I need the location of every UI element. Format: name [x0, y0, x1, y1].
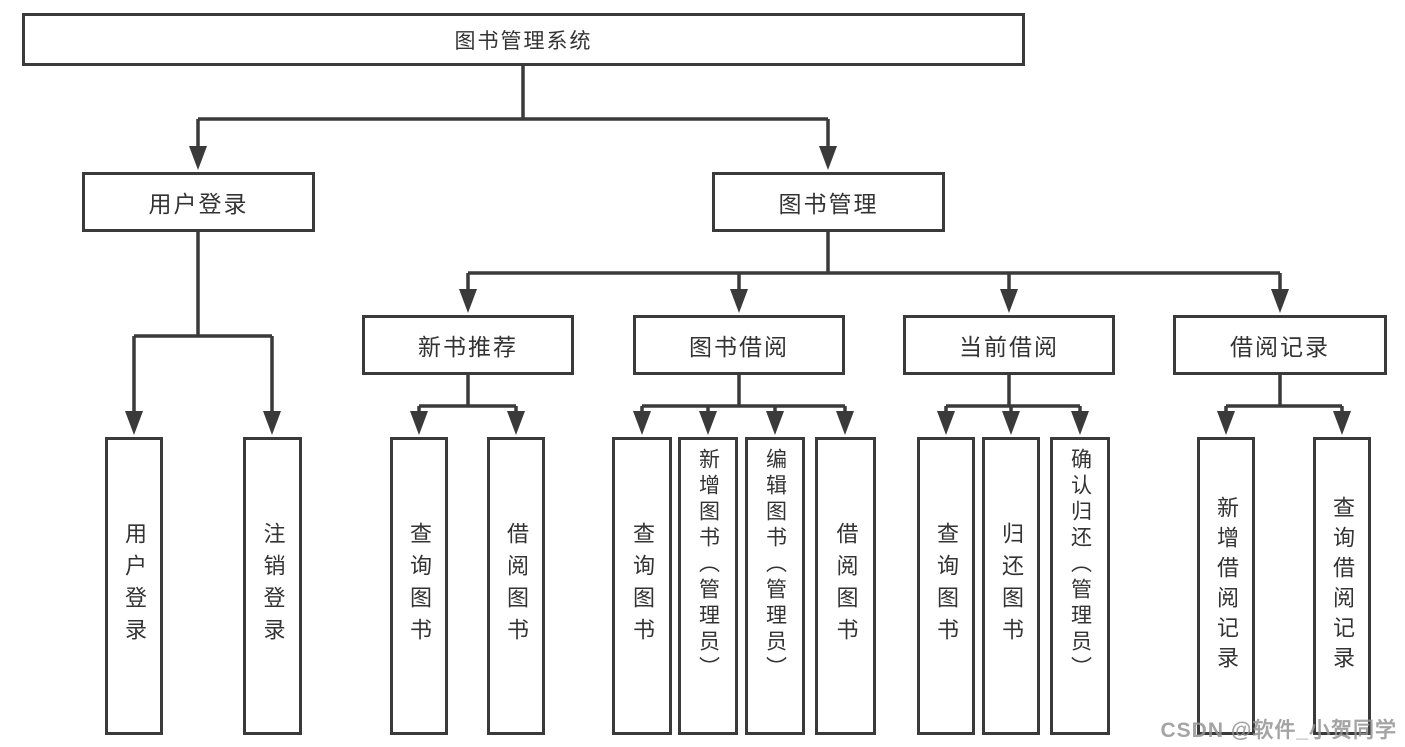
leaf-logout: 注销登录: [243, 437, 302, 735]
node-library-system-label: 图书管理系统: [454, 29, 593, 53]
leaf-br-query-record: 查询借阅记录: [1313, 437, 1371, 735]
node-book-borrowing-label: 图书借阅: [689, 334, 789, 360]
leaf-rec-borrow-books: 借阅图书: [487, 437, 545, 735]
connector-book-borrow-to-leaves: [640, 375, 847, 414]
leaf-logout-label: 注销登录: [260, 522, 286, 650]
node-library-system: 图书管理系统: [22, 13, 1025, 66]
connector-root-to-level2: [196, 66, 830, 150]
leaf-bb-edit-books-admin-label: 编辑图书（管理员）: [763, 448, 787, 682]
node-new-book-recommend-label: 新书推荐: [418, 334, 518, 360]
node-book-borrowing: 图书借阅: [633, 315, 845, 375]
node-current-borrowing: 当前借阅: [903, 315, 1115, 375]
leaf-rec-borrow-books-label: 借阅图书: [504, 522, 529, 650]
node-new-book-recommend: 新书推荐: [362, 315, 574, 375]
leaf-bb-query-books: 查询图书: [612, 437, 672, 735]
leaf-rec-query-books-label: 查询图书: [407, 522, 432, 650]
leaf-cb-confirm-return-admin-label: 确认归还（管理员）: [1068, 448, 1092, 682]
leaf-user-login-label: 用户登录: [122, 522, 147, 650]
leaf-user-login: 用户登录: [105, 437, 163, 735]
leaf-cb-confirm-return-admin: 确认归还（管理员）: [1050, 437, 1110, 735]
node-user-login: 用户登录: [82, 172, 315, 232]
leaf-bb-add-books-admin-label: 新增图书（管理员）: [696, 448, 720, 682]
leaf-cb-return-books: 归还图书: [982, 437, 1040, 735]
leaf-cb-return-books-label: 归还图书: [999, 522, 1024, 650]
leaf-br-add-record-label: 新增借阅记录: [1214, 496, 1239, 676]
connector-user-login-to-leaves: [132, 232, 274, 413]
leaf-rec-query-books: 查询图书: [390, 437, 448, 735]
leaf-cb-query-books: 查询图书: [917, 437, 975, 735]
leaf-cb-query-books-label: 查询图书: [934, 522, 959, 650]
node-borrow-records-label: 借阅记录: [1230, 334, 1330, 360]
node-current-borrowing-label: 当前借阅: [959, 334, 1059, 360]
leaf-bb-edit-books-admin: 编辑图书（管理员）: [745, 437, 805, 735]
node-user-login-label: 用户登录: [148, 191, 249, 217]
connector-book-mgmt-to-level3: [466, 232, 1282, 292]
leaf-bb-add-books-admin: 新增图书（管理员）: [678, 437, 738, 735]
node-book-management-label: 图书管理: [778, 191, 879, 217]
leaf-bb-borrow-books-label: 借阅图书: [833, 522, 859, 650]
connector-new-book-rec-to-leaves: [417, 375, 518, 414]
leaf-br-query-record-label: 查询借阅记录: [1330, 496, 1355, 676]
connector-borrow-records-to-leaves: [1224, 375, 1344, 414]
leaf-br-add-record: 新增借阅记录: [1197, 437, 1255, 735]
leaf-bb-query-books-label: 查询图书: [630, 522, 655, 650]
csdn-watermark: CSDN @软件_小贺同学: [1160, 719, 1397, 742]
node-borrow-records: 借阅记录: [1173, 315, 1387, 375]
leaf-bb-borrow-books: 借阅图书: [815, 437, 876, 735]
node-book-management: 图书管理: [712, 172, 945, 232]
connector-current-borrow-to-leaves: [944, 375, 1082, 414]
